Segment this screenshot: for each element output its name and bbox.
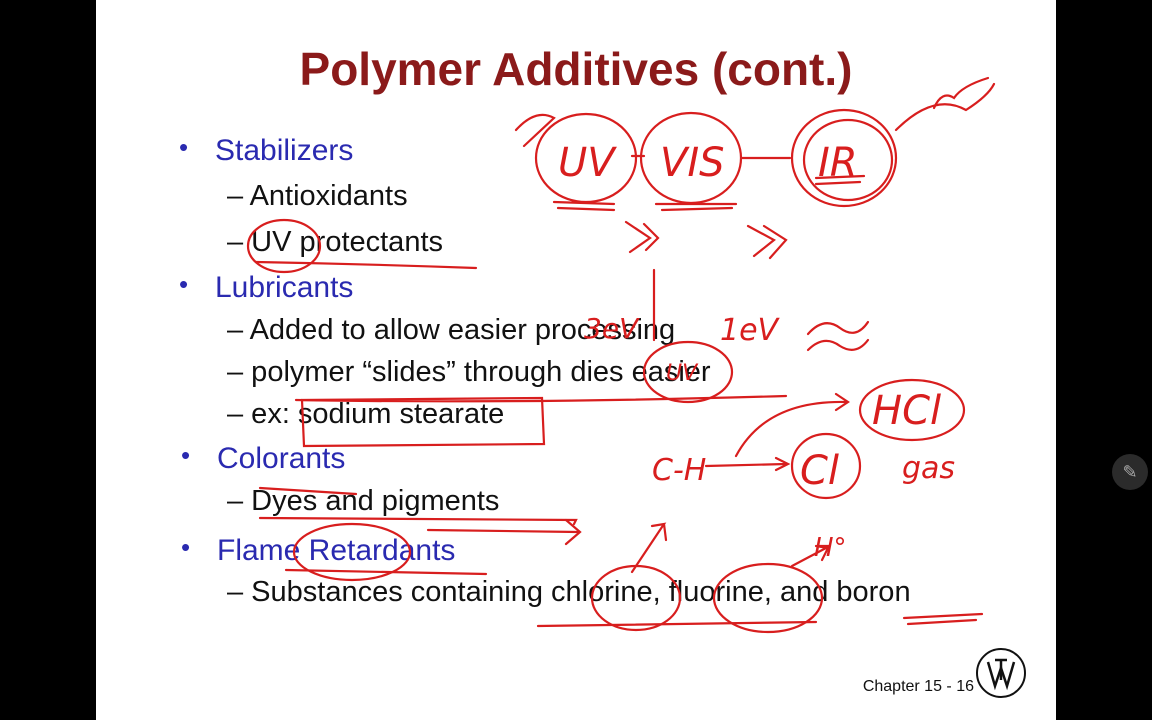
sub-antioxidants: – Antioxidants: [227, 180, 408, 212]
circle-hcl: [858, 378, 966, 442]
ink-text-radical: H°: [814, 533, 847, 563]
ink-text-hcl: HCl: [872, 388, 941, 434]
pencil-icon[interactable]: ✎: [1112, 454, 1148, 490]
ink-text-gas: gas: [902, 451, 955, 486]
bullet-dot: •: [181, 440, 191, 470]
ink-text-vis: VIS: [660, 140, 725, 186]
circle-vis: [639, 111, 743, 205]
bullet-dot: •: [181, 532, 191, 562]
sub-chlorine-fluorine-boron: – Substances containing chlorine, fluori…: [227, 576, 911, 608]
sub-uv-protectants: – UV protectants: [227, 226, 443, 258]
bullet-label: Colorants: [217, 442, 346, 475]
sub-slides-through-dies: – polymer “slides” through dies easier: [227, 356, 711, 388]
bullet-label: Lubricants: [215, 271, 354, 304]
ink-text-cl: Cl: [800, 448, 839, 494]
ink-text-1ev: 1eV: [720, 313, 781, 348]
ink-text-ch: C-H: [652, 453, 706, 488]
circle-cl: [790, 432, 862, 500]
slide-footer: Chapter 15 - 16: [862, 678, 974, 695]
bullet-lubricants: • Lubricants: [179, 269, 354, 305]
slide: Polymer Additives (cont.) • Stabilizers …: [96, 0, 1056, 720]
bullet-label: Stabilizers: [215, 134, 354, 167]
bullet-dot: •: [179, 269, 189, 299]
circle-uv: [534, 112, 638, 204]
sub-sodium-stearate: – ex: sodium stearate: [227, 398, 505, 430]
slide-title: Polymer Additives (cont.): [299, 43, 853, 95]
sub-easier-processing: – Added to allow easier processing: [227, 314, 676, 346]
wiley-logo: [976, 648, 1026, 698]
bullet-stabilizers: • Stabilizers: [179, 132, 354, 168]
bullet-colorants: • Colorants: [181, 440, 346, 476]
ink-text-uv: UV: [558, 140, 617, 186]
ink-text-ir: IR: [818, 140, 858, 186]
sub-dyes-pigments: – Dyes and pigments: [227, 485, 500, 517]
bullet-dot: •: [179, 132, 189, 162]
bullet-label: Flame Retardants: [217, 534, 456, 567]
bullet-flame-retardants: • Flame Retardants: [181, 532, 456, 568]
circle-ir: [790, 108, 898, 208]
